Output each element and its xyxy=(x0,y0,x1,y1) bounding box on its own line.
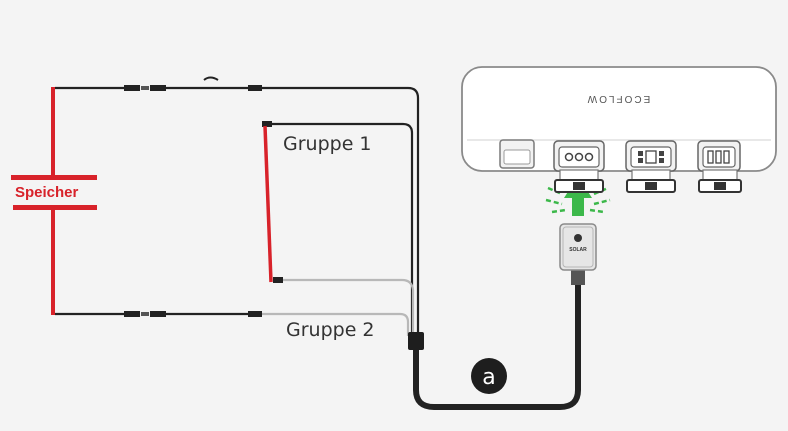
main-cable xyxy=(413,282,581,410)
connector-label: SOLAR xyxy=(569,247,587,253)
ecoflow-device: ECOFLOW xyxy=(461,66,777,193)
solar-port-1 xyxy=(553,140,605,193)
storage-label: Speicher xyxy=(15,184,79,201)
port-2 xyxy=(625,140,677,193)
brand-label: ECOFLOW xyxy=(586,93,651,104)
combiner-connector xyxy=(408,332,424,350)
group1-wire: Gruppe 1 xyxy=(262,121,415,338)
upper-wire xyxy=(55,86,420,335)
group2-label: Gruppe 2 xyxy=(286,319,375,341)
step-badge: a xyxy=(471,358,507,394)
solar-connector-icon: SOLAR xyxy=(559,223,597,285)
port-3 xyxy=(697,140,742,193)
upper-mc4-connectors xyxy=(124,76,262,91)
battery-symbol-icon: Speicher xyxy=(11,87,97,315)
lower-wire: Gruppe 2 xyxy=(55,311,410,341)
step-badge-label: a xyxy=(482,365,495,390)
group1-label: Gruppe 1 xyxy=(283,133,372,155)
